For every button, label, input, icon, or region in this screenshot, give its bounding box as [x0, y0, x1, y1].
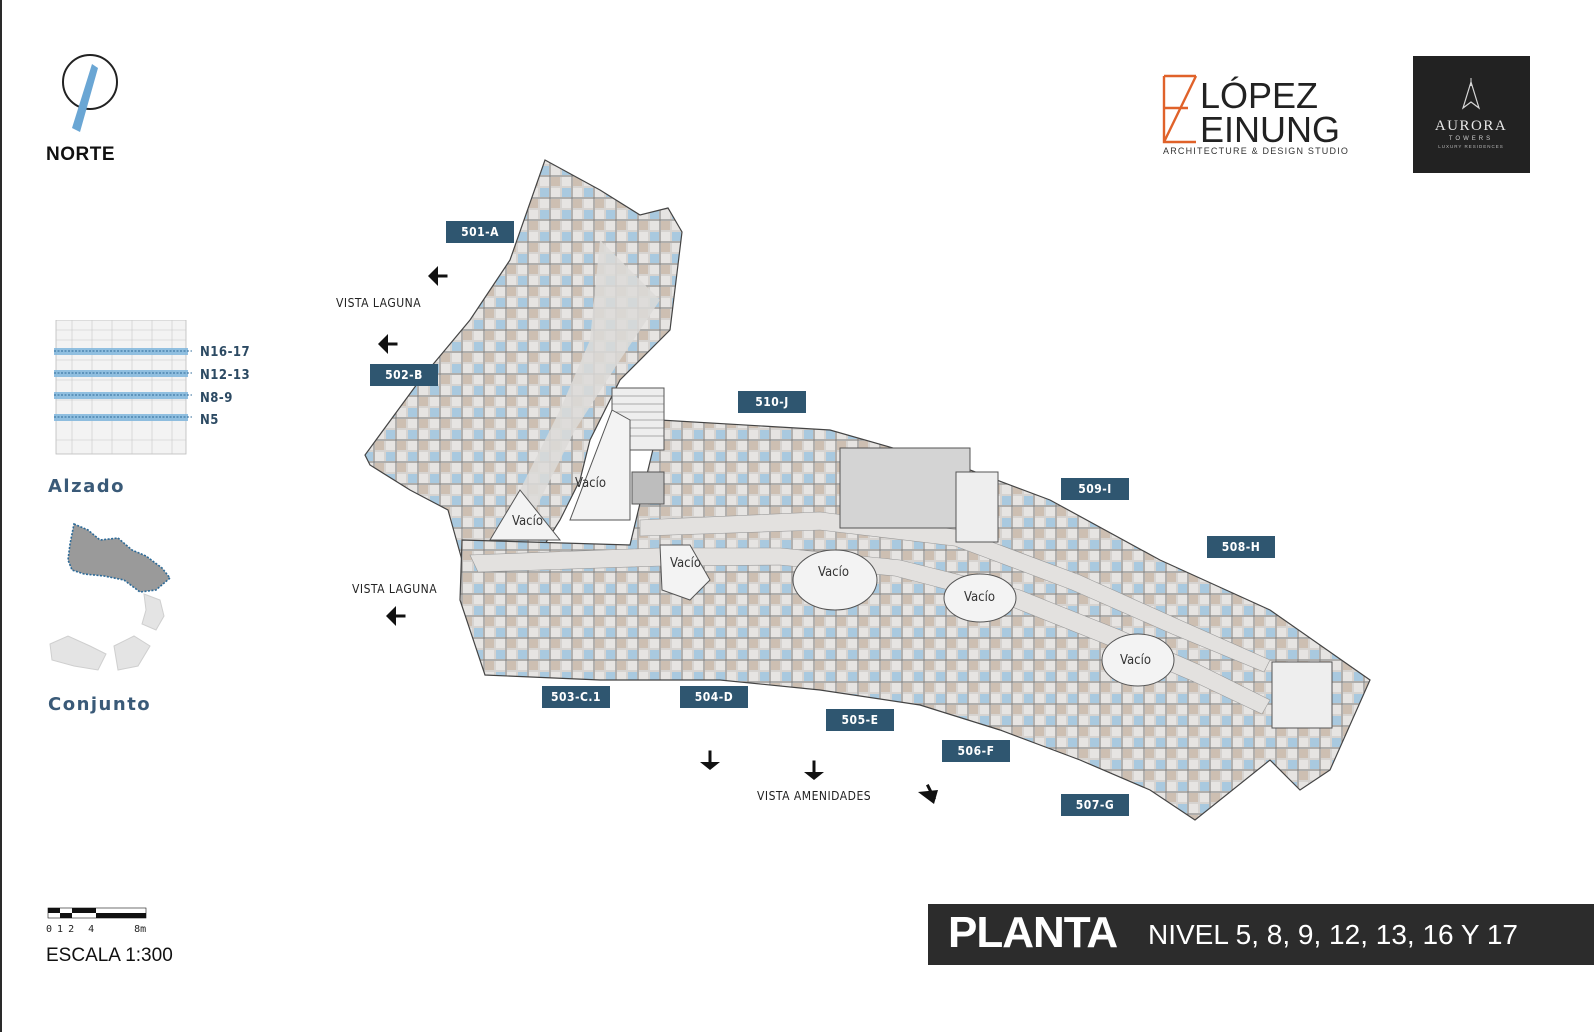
brand-logo: AURORA TOWERS LUXURY RESIDENCES — [1413, 56, 1530, 173]
view-label-amenidades: VISTA AMENIDADES — [757, 789, 872, 803]
unit-tag-507-g[interactable]: 507-G — [1061, 794, 1129, 816]
unit-tag-503-c1[interactable]: 503-C.1 — [542, 686, 610, 708]
brand-tagline: LUXURY RESIDENCES — [1438, 144, 1504, 149]
unit-tag-502-b[interactable]: 502-B — [370, 364, 438, 386]
scale-tick-1: 1 — [57, 924, 64, 935]
level-label-n16-17: N16-17 — [200, 345, 251, 360]
studio-logo-line1: LÓPEZ — [1200, 75, 1318, 116]
scale-label: ESCALA 1:300 — [46, 945, 173, 966]
plan-title-bar: PLANTA NIVEL 5, 8, 9, 12, 13, 16 Y 17 — [928, 904, 1594, 965]
level-label-n5: N5 — [200, 413, 219, 428]
site-title: Conjunto — [48, 694, 152, 715]
north-arrow-icon — [62, 54, 118, 132]
scale-bar — [47, 907, 147, 919]
studio-logo-line2: EINUNG — [1200, 109, 1340, 150]
scale-tick-4: 4 — [88, 924, 95, 935]
scale-tick-8: 8m — [134, 924, 147, 935]
unit-tag-506-f[interactable]: 506-F — [942, 740, 1010, 762]
void-label: Vacío — [512, 514, 543, 529]
brand-towers: TOWERS — [1449, 136, 1493, 142]
unit-tag-504-d[interactable]: 504-D — [680, 686, 748, 708]
void-label: Vacío — [670, 556, 701, 571]
void-label: Vacío — [1120, 653, 1151, 668]
level-label-n8-9: N8-9 — [200, 391, 233, 406]
unit-tag-508-h[interactable]: 508-H — [1207, 536, 1275, 558]
void-label: Vacío — [818, 565, 849, 580]
plan-levels: NIVEL 5, 8, 9, 12, 13, 16 Y 17 — [1148, 919, 1518, 950]
view-label-laguna-left: VISTA LAGUNA — [352, 582, 438, 596]
site-plan-drawing — [49, 522, 172, 671]
north-label: NORTE — [46, 144, 115, 165]
unit-tag-509-i[interactable]: 509-I — [1061, 478, 1129, 500]
unit-tag-505-e[interactable]: 505-E — [826, 709, 894, 731]
scale-tick-2: 2 — [68, 924, 75, 935]
plan-title: PLANTA — [948, 908, 1118, 957]
elevation-title: Alzado — [48, 476, 125, 497]
void-label: Vacío — [575, 476, 606, 491]
studio-logo-sub: ARCHITECTURE & DESIGN STUDIO — [1163, 146, 1349, 156]
view-label-laguna-top: VISTA LAGUNA — [336, 296, 422, 310]
unit-tag-501-a[interactable]: 501-A — [446, 221, 514, 243]
studio-logo: LÓPEZ EINUNG ARCHITECTURE & DESIGN STUDI… — [1162, 74, 1349, 156]
elevation-drawing — [54, 320, 192, 455]
page-edge — [0, 0, 2, 1032]
scale-tick-0: 0 — [46, 924, 53, 935]
unit-tag-510-j[interactable]: 510-J — [738, 391, 806, 413]
brand-name: AURORA — [1435, 118, 1507, 134]
void-label: Vacío — [964, 590, 995, 605]
level-label-n12-13: N12-13 — [200, 368, 251, 383]
